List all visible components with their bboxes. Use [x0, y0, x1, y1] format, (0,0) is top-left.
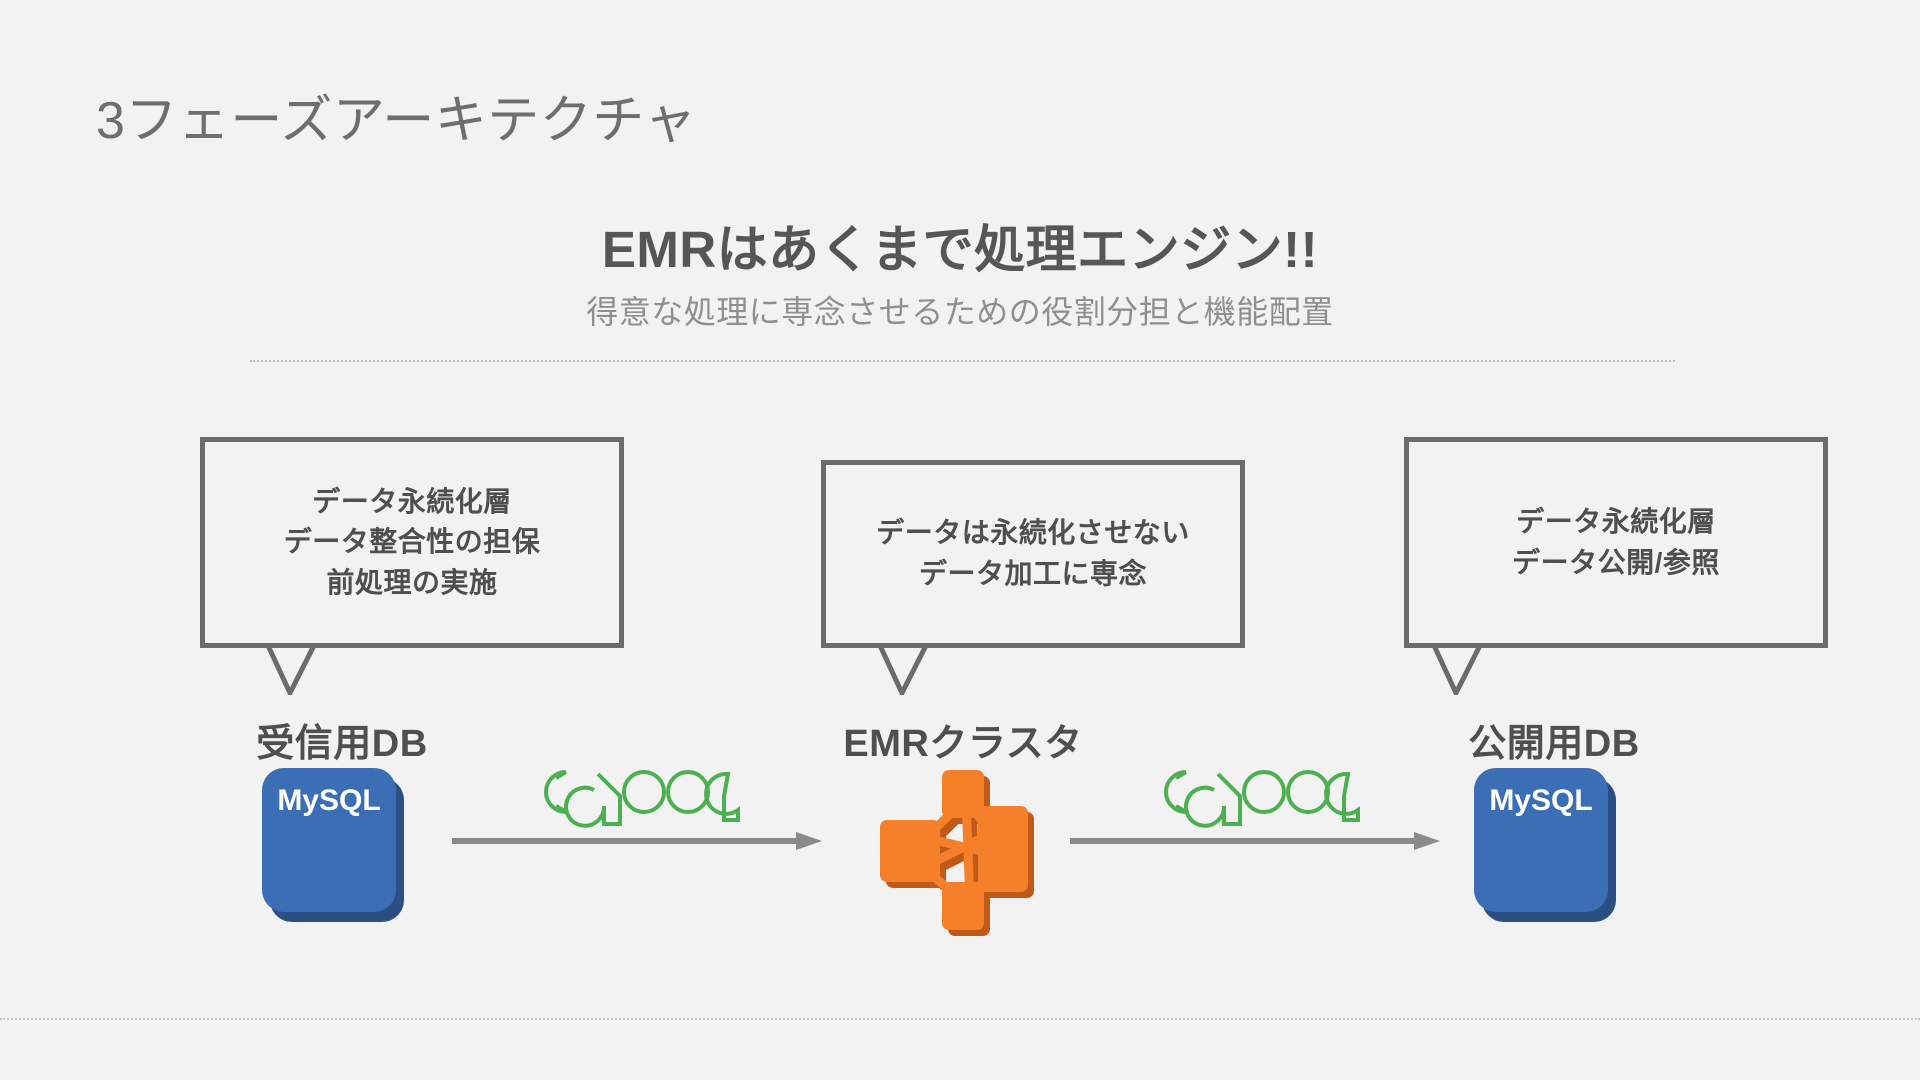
arrow-right-icon — [1070, 830, 1440, 850]
node-label-publish-db: 公開用DB — [1468, 723, 1640, 765]
mysql-icon-label: MySQL — [277, 784, 381, 817]
sqoop-icon — [532, 760, 750, 835]
mysql-icon-face — [262, 768, 396, 912]
divider-bottom — [0, 1018, 1920, 1020]
callout-tail-ingest — [254, 643, 350, 695]
mysql-icon: MySQL — [262, 768, 404, 922]
callout-line: データ永続化層 — [1516, 505, 1716, 537]
node-label-ingest-db: 受信用DB — [256, 723, 428, 765]
callout-publish-db: データ永続化層 データ公開/参照 — [1404, 437, 1828, 648]
callout-tail-emr — [866, 643, 962, 695]
emr-cluster-icon — [872, 760, 1042, 940]
arrow-right-icon — [452, 830, 822, 850]
subheadline: 得意な処理に専念させるための役割分担と機能配置 — [586, 294, 1334, 331]
callout-tail-publish — [1420, 643, 1516, 695]
callout-line: データは永続化させない — [876, 517, 1190, 549]
mysql-icon-face — [1474, 768, 1608, 912]
callout-line: データ加工に専念 — [918, 558, 1147, 589]
mysql-icon: MySQL — [1474, 768, 1616, 922]
node-label-emr-cluster: EMRクラスタ — [843, 723, 1083, 765]
sqoop-icon — [1152, 760, 1370, 835]
callout-ingest-db: データ永続化層 データ整合性の担保 前処理の実施 — [200, 437, 624, 648]
headline-block: EMRはあくまで処理エンジン!! 得意な処理に専念させるための役割分担と機能配置 — [250, 222, 1670, 333]
headline: EMRはあくまで処理エンジン!! — [601, 221, 1319, 278]
page-title: 3フェーズアーキテクチャ — [96, 92, 697, 150]
callout-emr-cluster: データは永続化させない データ加工に専念 — [821, 460, 1245, 648]
divider-top — [250, 360, 1675, 362]
callout-line: 前処理の実施 — [326, 566, 498, 598]
callout-line: データ整合性の担保 — [283, 526, 541, 558]
callout-line: データ公開/参照 — [1512, 546, 1720, 578]
callout-line: データ永続化層 — [312, 485, 512, 517]
mysql-icon-label: MySQL — [1489, 784, 1593, 817]
